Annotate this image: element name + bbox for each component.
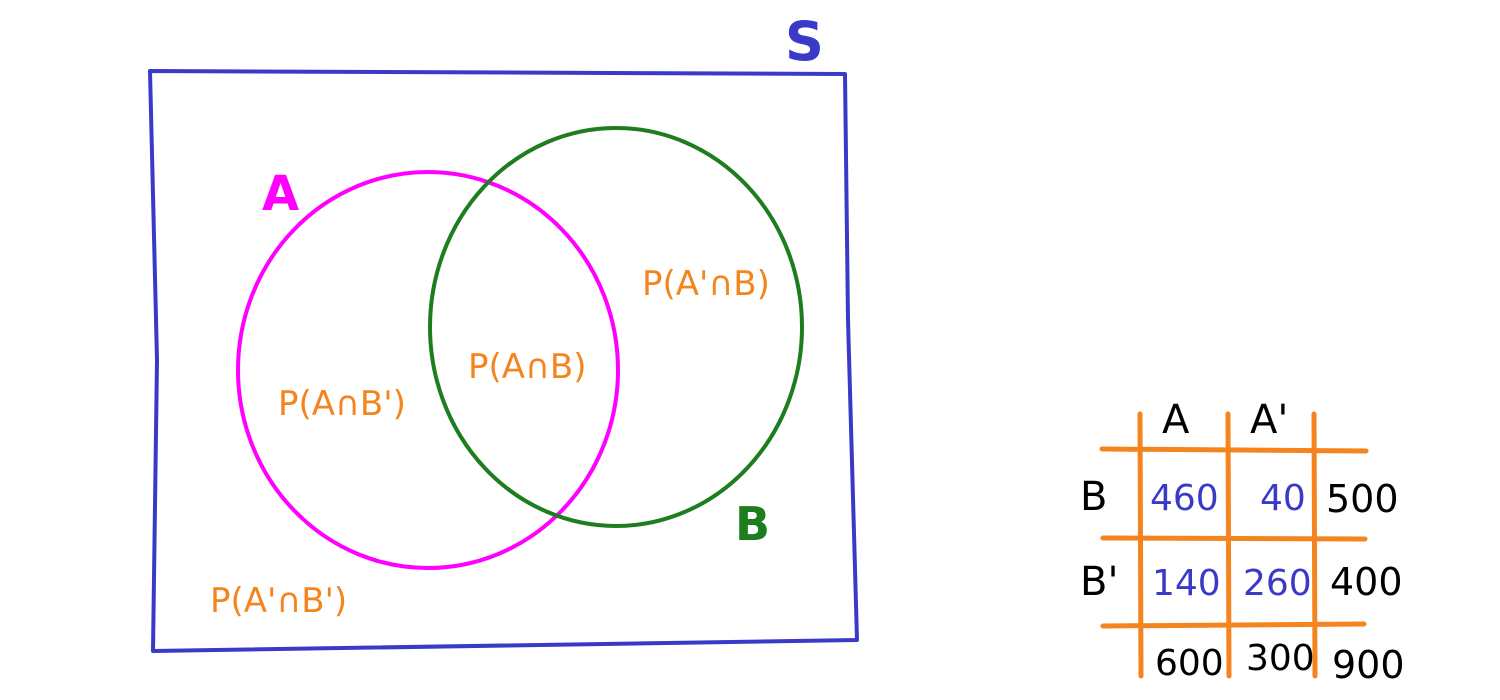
set-a-circle — [236, 170, 620, 570]
set-a-label: A — [262, 166, 299, 222]
region-not-a-and-b: P(A'∩B) — [642, 264, 770, 304]
grid-hline-2 — [1100, 535, 1368, 542]
col-header-a: A — [1162, 397, 1190, 443]
col-total-not-a: 300 — [1246, 638, 1315, 679]
set-b-circle — [428, 126, 804, 528]
grid-vline-3 — [1311, 411, 1318, 679]
region-not-a-and-not-b: P(A'∩B') — [210, 581, 347, 621]
region-a-and-b: P(A∩B) — [468, 347, 587, 387]
cell-not-b-not-a: 260 — [1243, 563, 1312, 604]
cell-not-b-a: 140 — [1152, 563, 1221, 604]
row-total-b: 500 — [1326, 477, 1399, 521]
grid-hline-1 — [1099, 446, 1369, 454]
grid-hline-3 — [1100, 621, 1367, 629]
col-header-not-a: A' — [1250, 397, 1288, 443]
cell-b-not-a: 40 — [1260, 478, 1306, 519]
universe-label: S — [785, 10, 824, 73]
grand-total: 900 — [1332, 643, 1405, 687]
grid-vline-1 — [1137, 411, 1144, 679]
table-grid — [1099, 411, 1369, 679]
region-a-and-not-b: P(A∩B') — [278, 384, 406, 424]
col-total-a: 600 — [1155, 643, 1224, 684]
cell-b-a: 460 — [1150, 478, 1219, 519]
row-label-not-b: B' — [1080, 559, 1118, 605]
grid-vline-2 — [1225, 411, 1232, 679]
row-label-b: B — [1080, 474, 1107, 520]
row-total-not-b: 400 — [1330, 560, 1403, 604]
universe-rectangle — [148, 69, 859, 653]
set-b-label: B — [735, 497, 770, 551]
